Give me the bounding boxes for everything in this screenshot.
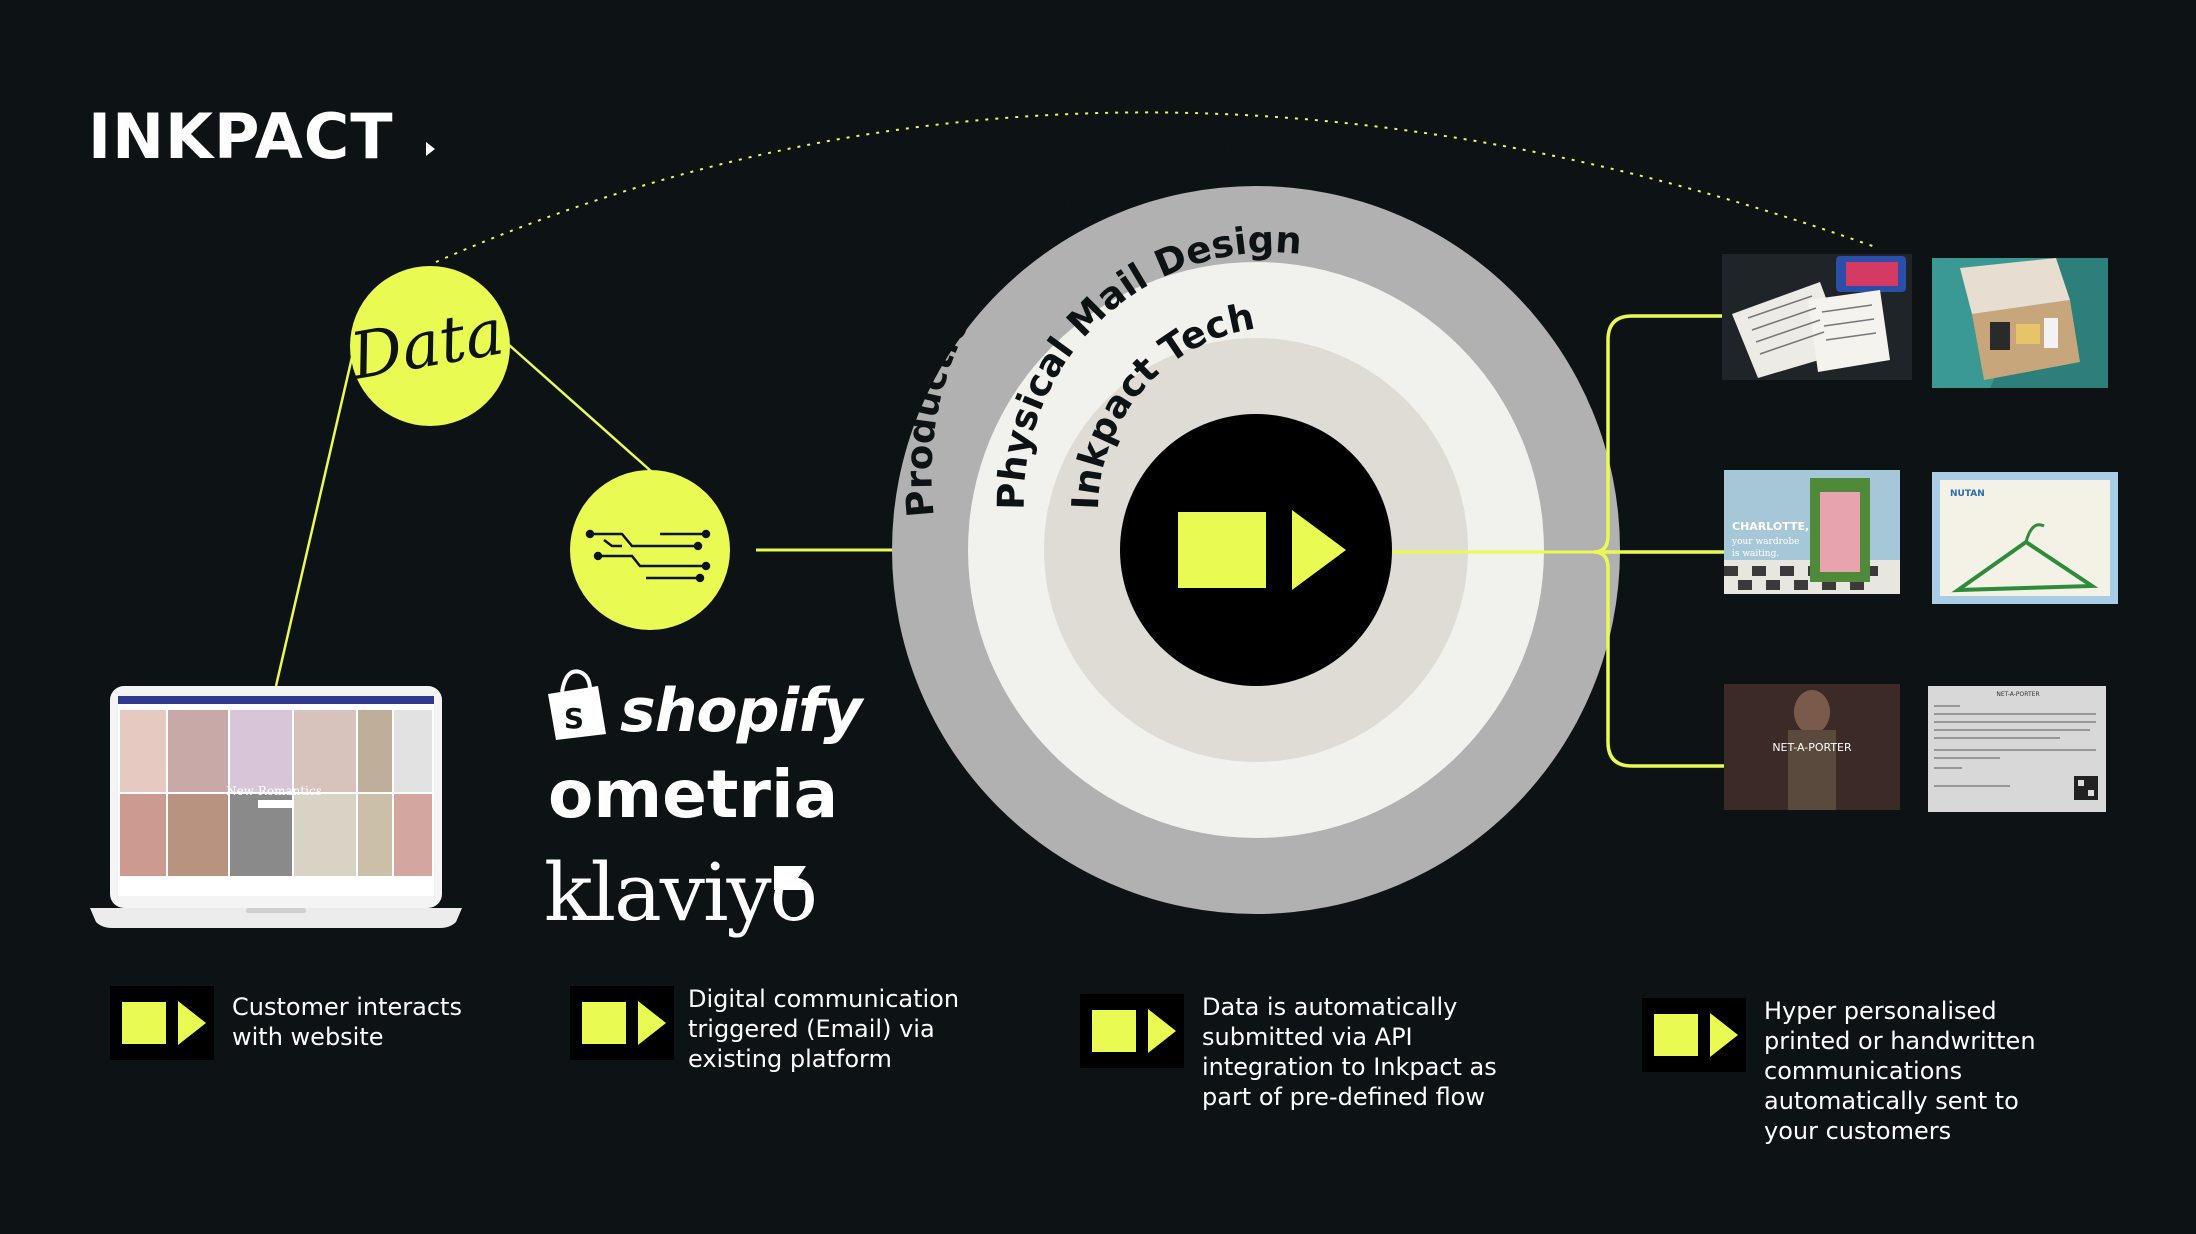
ometria-logo-text: ometria bbox=[548, 756, 839, 833]
svg-text:New Romantics: New Romantics bbox=[226, 784, 322, 798]
mail-sample-letters bbox=[1722, 254, 1912, 380]
svg-text:NUTAN: NUTAN bbox=[1950, 489, 1985, 499]
step-2-text: Digital communication triggered (Email) … bbox=[688, 985, 960, 1073]
shopify-bag-icon: S bbox=[548, 669, 606, 740]
klaviyo-logo-text: klaviyo bbox=[544, 846, 818, 939]
center-arrow-square bbox=[1178, 512, 1266, 588]
shopify-logo-text: shopify bbox=[620, 676, 862, 746]
step-1-arrow-icon bbox=[110, 986, 214, 1060]
inkpact-logo: INKPACT bbox=[88, 100, 394, 173]
center-arrow-triangle bbox=[1292, 510, 1346, 590]
klaviyo-flag-icon bbox=[774, 866, 806, 890]
svg-text:your wardrobe: your wardrobe bbox=[1731, 537, 1799, 547]
svg-text:NET-A-PORTER: NET-A-PORTER bbox=[1772, 741, 1852, 754]
step-3-arrow-icon bbox=[1080, 994, 1184, 1068]
step-3-text: Data is automatically submitted via API … bbox=[1202, 993, 1497, 1111]
connector-laptop-data bbox=[274, 339, 358, 687]
mail-sample-box bbox=[1932, 258, 2108, 388]
step-4-arrow-icon bbox=[1642, 998, 1746, 1072]
mail-sample-wardrobe: CHARLOTTE, your wardrobe is waiting. bbox=[1724, 470, 1900, 594]
mail-sample-nap-photo: NET-A-PORTER bbox=[1724, 684, 1900, 810]
step-2-arrow-icon bbox=[570, 986, 674, 1060]
api-bubble bbox=[570, 470, 730, 630]
data-bubble bbox=[350, 266, 510, 426]
svg-text:NET-A-PORTER: NET-A-PORTER bbox=[1996, 691, 2039, 698]
svg-text:S: S bbox=[564, 702, 584, 735]
mail-sample-hanger: NUTAN bbox=[1932, 472, 2118, 604]
svg-text:CHARLOTTE,: CHARLOTTE, bbox=[1732, 520, 1809, 533]
svg-text:is waiting.: is waiting. bbox=[1732, 549, 1779, 559]
laptop: New Romantics bbox=[90, 686, 462, 928]
logo-arrow-icon bbox=[426, 142, 435, 156]
circuit-icon bbox=[585, 529, 711, 583]
laptop-screen-photos bbox=[120, 710, 432, 876]
mail-sample-nap-letter: NET-A-PORTER bbox=[1928, 686, 2106, 812]
step-4-text: Hyper personalised printed or handwritte… bbox=[1764, 997, 2036, 1145]
output-branch bbox=[1593, 314, 1724, 768]
step-1-text: Customer interacts with website bbox=[232, 993, 462, 1051]
connector-data-api bbox=[507, 343, 653, 473]
